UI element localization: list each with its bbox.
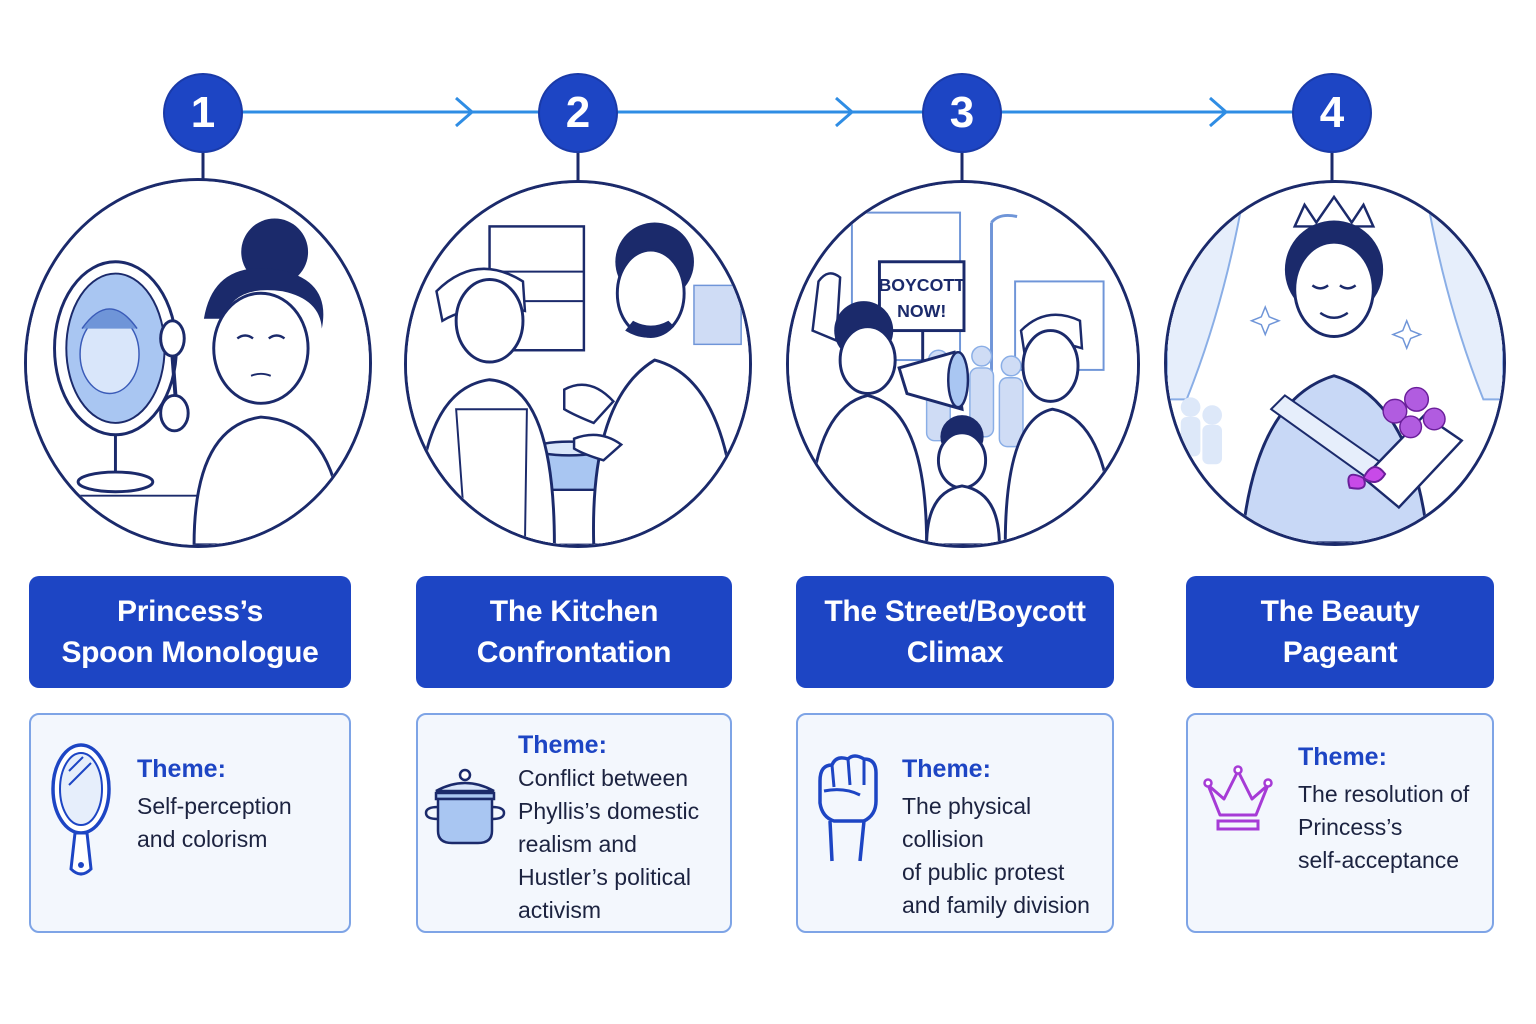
theme-line: of public protest: [902, 859, 1065, 885]
scene-title-line: Confrontation: [476, 636, 672, 669]
scene-title-line: Climax: [906, 636, 1004, 669]
boycott-sign-line: BOYCOTT: [878, 275, 965, 295]
scene-title-line: The Kitchen: [489, 595, 659, 628]
theme-line: realism and: [518, 831, 637, 857]
boycott-sign-line: NOW!: [897, 301, 946, 321]
scene-title-line: Pageant: [1282, 636, 1398, 669]
timeline-connector: [201, 96, 1334, 182]
theme-line: Phyllis’s domestic: [518, 798, 700, 824]
theme-label: Theme:: [137, 755, 226, 783]
theme-line: The physical collision: [902, 793, 1032, 852]
theme-line: Princess’s: [1298, 814, 1403, 840]
theme-line: Self-perception: [137, 793, 292, 819]
scene-illustration-2: [404, 180, 752, 548]
scene-title-line: Princess’s: [117, 595, 263, 628]
step-number-badge-1: 1: [165, 75, 241, 151]
theme-card-4: Theme: The resolution of Princess’s self…: [1186, 713, 1494, 933]
crown-icon: [1203, 765, 1273, 831]
arrow-right-icon: [835, 96, 855, 128]
hand-mirror-icon: [51, 743, 111, 876]
scene-illustration-1: [24, 178, 372, 548]
street-protest-illustration: BOYCOTT NOW!: [789, 183, 1137, 545]
theme-text-1: Theme: Self-perception and colorism: [137, 755, 292, 856]
step-number-badge-3: 3: [924, 75, 1000, 151]
step-number-badge-4: 4: [1294, 75, 1370, 151]
scene-illustration-4: [1164, 180, 1506, 546]
pageant-queen-illustration: [1167, 183, 1503, 543]
step-number-badge-2: 2: [540, 75, 616, 151]
theme-line: and family division: [902, 892, 1090, 918]
girl-with-mirror-illustration: [27, 181, 369, 545]
theme-label: Theme:: [902, 755, 991, 783]
arrow-right-icon: [455, 96, 475, 128]
theme-text-2: Theme: Conflict between Phyllis’s domest…: [518, 731, 699, 927]
theme-card-3: Theme: The physical collision of public …: [796, 713, 1114, 933]
theme-text-3: Theme: The physical collision of public …: [902, 755, 1112, 922]
theme-card-1: Theme: Self-perception and colorism: [29, 713, 351, 933]
theme-line: The resolution of: [1298, 781, 1470, 807]
scene-title-line: Spoon Monologue: [61, 636, 319, 669]
theme-line: self-acceptance: [1298, 847, 1460, 873]
theme-text-4: Theme: The resolution of Princess’s self…: [1298, 743, 1469, 877]
scene-title-3: The Street/Boycott Climax: [796, 576, 1114, 688]
theme-line: activism: [518, 897, 602, 923]
scene-title-2: The Kitchen Confrontation: [416, 576, 732, 688]
theme-line: Conflict between: [518, 765, 689, 791]
theme-card-2: Theme: Conflict between Phyllis’s domest…: [416, 713, 732, 933]
theme-line: and colorism: [137, 826, 268, 852]
kitchen-argument-illustration: [407, 183, 749, 545]
arrow-right-icon: [1209, 96, 1229, 128]
scene-title-line: The Beauty: [1260, 595, 1420, 628]
theme-label: Theme:: [1298, 743, 1387, 771]
scene-title-1: Princess’s Spoon Monologue: [29, 576, 351, 688]
theme-line: Hustler’s political: [518, 864, 691, 890]
theme-label: Theme:: [518, 731, 607, 759]
scene-title-line: The Street/Boycott: [824, 595, 1086, 628]
scene-illustration-3: BOYCOTT NOW!: [786, 180, 1140, 548]
raised-fist-icon: [818, 754, 878, 862]
scene-title-4: The Beauty Pageant: [1186, 576, 1494, 688]
cooking-pot-icon: [424, 768, 506, 845]
